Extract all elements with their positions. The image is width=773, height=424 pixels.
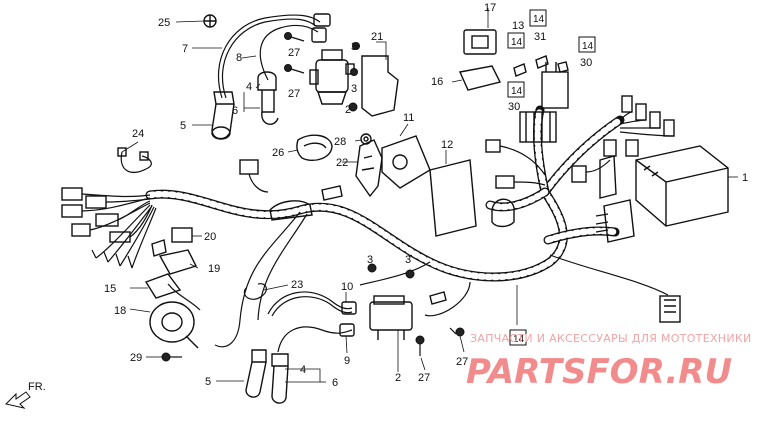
callout: 2 xyxy=(395,372,401,384)
callout: 4 xyxy=(246,81,252,93)
lead-wire-24 xyxy=(117,147,152,173)
watermark: ЗАПЧАСТИ И АКСЕССУАРЫ ДЛЯ МОТОТЕХНИКИ PA… xyxy=(466,332,752,392)
callout: 3 xyxy=(367,254,373,266)
callout-numbers: 25 7 8 27 27 4 6 5 24 3 3 21 2 11 12 28 … xyxy=(104,2,748,389)
callout: 25 xyxy=(158,17,170,29)
callout: 27 xyxy=(456,356,468,368)
callout: 6 xyxy=(332,377,338,389)
callout: 5 xyxy=(205,376,211,388)
callout: 21 xyxy=(371,31,383,43)
callout: 10 xyxy=(341,281,353,293)
watermark-logo: PARTSFOR.RU xyxy=(466,352,732,392)
callout: 20 xyxy=(204,231,216,243)
callout: 3 xyxy=(351,83,357,95)
callout: 2 xyxy=(345,104,351,116)
direction-label: FR. xyxy=(28,381,46,393)
bracket-22 xyxy=(355,139,383,198)
boxed-ref: 14 xyxy=(511,86,523,97)
callout: 27 xyxy=(288,88,300,100)
plate-12 xyxy=(429,159,477,237)
boxed-reference-numbers: 14 14 14 14 14 xyxy=(511,14,594,345)
boxed-ref: 14 xyxy=(533,14,545,25)
boxed-ref: 14 xyxy=(513,334,525,345)
front-direction-arrow: FR. xyxy=(5,381,46,409)
callout: 31 xyxy=(534,31,546,43)
unit-19 xyxy=(151,239,197,275)
boxed-ref: 14 xyxy=(582,41,594,52)
callout: 23 xyxy=(291,279,303,291)
watermark-tagline: ЗАПЧАСТИ И АКСЕССУАРЫ ДЛЯ МОТОТЕХНИКИ xyxy=(470,332,752,345)
lower-right-connector xyxy=(659,295,681,323)
leader-lines xyxy=(121,8,738,383)
callout: 28 xyxy=(334,136,346,148)
right-connectors xyxy=(599,95,675,199)
solenoid-group xyxy=(309,42,399,117)
bolts-27-upper xyxy=(284,32,305,74)
callout: 3 xyxy=(405,254,411,266)
control-unit-1 xyxy=(595,145,729,243)
ignition-coil-2 xyxy=(367,263,465,356)
callout: 3 xyxy=(351,41,357,53)
callout: 26 xyxy=(272,147,284,159)
callout: 12 xyxy=(441,139,453,151)
connector-20 xyxy=(171,227,193,243)
callout: 15 xyxy=(104,283,116,295)
relays-top-right xyxy=(459,29,569,143)
lower-leads xyxy=(245,291,357,404)
high-tension-leads-7-8 xyxy=(211,13,331,140)
callout: 18 xyxy=(114,305,126,317)
callout: 24 xyxy=(132,128,144,140)
callout: 16 xyxy=(431,76,443,88)
callout: 5 xyxy=(180,120,186,132)
callout: 30 xyxy=(508,101,520,113)
bolt-29 xyxy=(161,352,182,362)
callout: 27 xyxy=(418,372,430,384)
regulator-11 xyxy=(381,135,431,189)
callout: 27 xyxy=(288,47,300,59)
callout: 1 xyxy=(742,172,748,184)
callout: 6 xyxy=(232,105,238,117)
main-wire-harness xyxy=(145,105,669,348)
callout: 13 xyxy=(512,20,524,32)
callout: 7 xyxy=(182,43,188,55)
callout: 11 xyxy=(403,112,414,124)
callout: 17 xyxy=(484,2,496,14)
clip-25 xyxy=(203,14,217,28)
unit-15 xyxy=(144,273,201,311)
boxed-ref-frames xyxy=(507,9,596,346)
left-connector-cluster xyxy=(61,187,157,269)
callout: 8 xyxy=(236,52,242,64)
horn-18 xyxy=(149,301,199,349)
callout: 30 xyxy=(580,57,592,69)
callout: 4 xyxy=(300,364,306,376)
boxed-ref: 14 xyxy=(511,37,523,48)
callout: 29 xyxy=(130,352,142,364)
callout: 19 xyxy=(208,263,220,275)
wire-23 xyxy=(243,283,267,300)
grommet-28 xyxy=(360,133,372,145)
clamp-26 xyxy=(296,134,333,162)
callout: 9 xyxy=(344,355,350,367)
callout: 22 xyxy=(336,157,348,169)
